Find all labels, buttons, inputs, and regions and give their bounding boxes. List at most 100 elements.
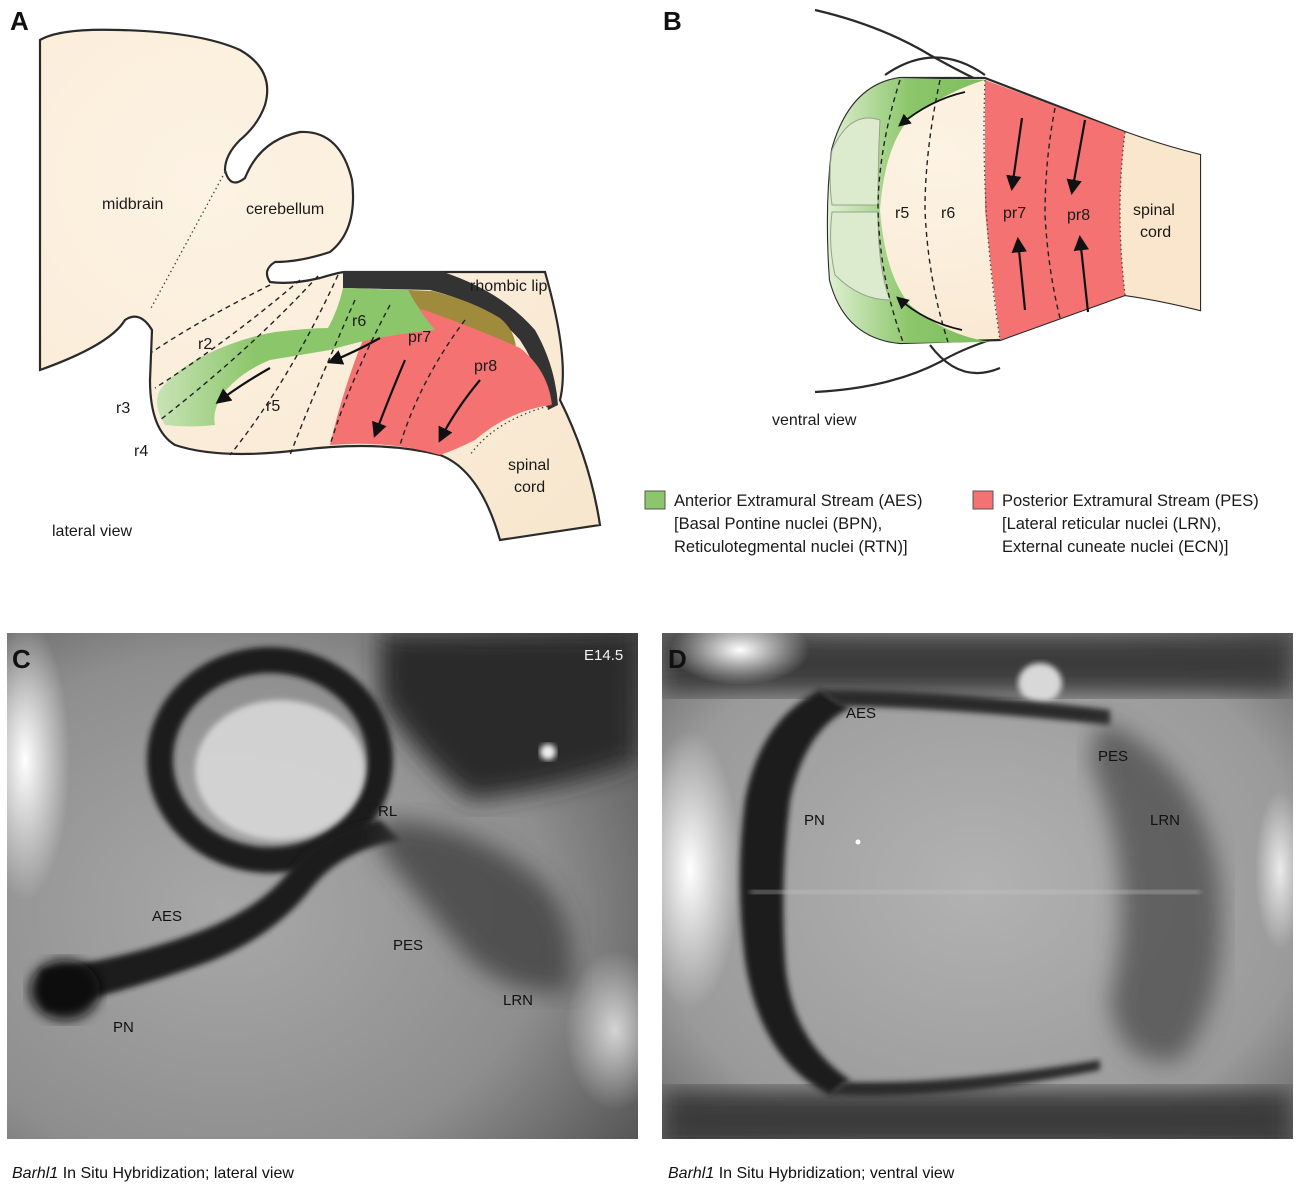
flap-top-b2: [884, 56, 986, 76]
migration-arrow-r6: [327, 337, 381, 365]
photo-d-midline: [750, 890, 1200, 894]
flap-bottom-b2: [929, 344, 1001, 375]
photo-c-dark-region: [380, 633, 638, 800]
boundary-r1-r2: [151, 284, 271, 353]
migration-arrow-pr7: [372, 359, 407, 438]
caption-c-rest: In Situ Hybridization; lateral view: [58, 1165, 294, 1182]
spinal-region-b: [1120, 132, 1200, 310]
boundary-b-1: [877, 79, 904, 343]
pr8-label: pr8: [474, 358, 497, 375]
photo-d-bottom-edge: [830, 1060, 1100, 1096]
migration-arrow-b-top: [898, 91, 966, 127]
migration-arrow-r5: [215, 367, 271, 404]
legend: Anterior Extramural Stream (AES) [Basal …: [644, 490, 1259, 556]
aes-label-c: AES: [152, 908, 182, 925]
photo-c-pes-stream: [380, 820, 572, 992]
spinal-label-b-2: cord: [1140, 224, 1171, 241]
pr8-label-b: pr8: [1067, 207, 1090, 224]
legend-pes-line1: Posterior Extramural Stream (PES): [1002, 492, 1259, 510]
r3-label: r3: [116, 400, 130, 417]
photo-d-glow-top: [670, 633, 810, 685]
photo-d-bright-dot: [855, 839, 861, 845]
aes-lobe-top: [829, 117, 881, 206]
migration-arrow-pr8-up: [1073, 234, 1090, 313]
boundary-r4-r5: [229, 274, 339, 456]
boundary-b-3: [1044, 107, 1061, 319]
r2-label: r2: [198, 336, 212, 353]
photo-d-blob-top: [1018, 663, 1062, 703]
legend-swatch-aes: [644, 490, 666, 510]
boundary-b-2: [924, 79, 949, 343]
photo-d-aes-crescent: [740, 690, 850, 1095]
r4-label: r4: [134, 443, 148, 460]
pes-label-c: PES: [393, 937, 423, 954]
spinal-label-a-1: spinal: [508, 457, 550, 474]
photo-c-glow-left: [7, 633, 70, 900]
photo-c-cerebellum-ring: [147, 647, 393, 873]
r5-label-b: r5: [895, 205, 909, 222]
pes-region-a: [330, 307, 552, 455]
panel-label-a: A: [10, 6, 29, 36]
stage-label-c: E14.5: [584, 647, 623, 664]
photo-c-aes-stream: [40, 820, 400, 1010]
aes-region-a: [156, 288, 435, 427]
aes-label-d: AES: [846, 705, 876, 722]
legend-aes-line1: Anterior Extramural Stream (AES): [674, 492, 922, 510]
boundary-r3-r4: [159, 275, 319, 421]
caption-c-gene: Barhl1: [12, 1165, 58, 1182]
panel-label-c: C: [12, 644, 31, 674]
midbrain-cerebellum-boundary: [149, 171, 226, 311]
caption-d-gene: Barhl1: [668, 1165, 714, 1182]
caption-c: Barhl1 In Situ Hybridization; lateral vi…: [12, 1165, 294, 1182]
migration-arrow-b-bottom: [896, 296, 963, 331]
lrn-label-c: LRN: [503, 992, 533, 1009]
panel-c: E14.5 RL AES PES LRN PN: [7, 633, 638, 1139]
r6-label: r6: [352, 313, 366, 330]
photo-c-bright-dot: [540, 744, 556, 760]
boundary-r2-r3: [154, 279, 301, 389]
legend-aes-line3: Reticulotegmental nuclei (RTN)]: [674, 538, 908, 556]
pr7-label-b: pr7: [1003, 205, 1026, 222]
panel-b: B r5 r6 pr7 pr8 spinal cord ventral view: [663, 6, 1202, 429]
photo-d-glow-right: [1255, 790, 1293, 950]
view-label-b: ventral view: [772, 412, 857, 429]
r6-label-b: r6: [941, 205, 955, 222]
view-label-a: lateral view: [52, 523, 132, 540]
photo-c-pn-blob: [30, 960, 100, 1020]
photo-d-dark-bottom: [662, 1090, 1293, 1139]
pr7-label: pr7: [408, 329, 431, 346]
boundary-b-red-right: [1119, 131, 1126, 296]
midbrain-label: midbrain: [102, 196, 163, 213]
panel-a: A midbrain cerebellum rhombic lip r2 r3 …: [10, 6, 602, 542]
flap-bottom-b: [814, 338, 991, 394]
flap-top-b: [814, 8, 991, 87]
aes-lobe-bottom: [830, 211, 891, 301]
pes-region-b: [985, 80, 1125, 340]
rl-label-c: RL: [378, 803, 397, 820]
pes-label-d: PES: [1098, 748, 1128, 765]
pn-label-d: PN: [804, 812, 825, 829]
legend-pes-line2: [Lateral reticular nuclei (LRN),: [1002, 515, 1221, 533]
panel-label-d: D: [668, 644, 687, 674]
migration-arrow-pr7-up: [1011, 236, 1027, 311]
lrn-label-d: LRN: [1150, 812, 1180, 829]
photo-d-top-edge: [820, 690, 1110, 725]
photo-d-glow-left: [662, 730, 740, 1010]
photo-c-glow-right: [565, 950, 638, 1110]
legend-swatch-pes: [972, 490, 994, 510]
photo-c-cerebellum-inner: [195, 700, 365, 840]
boundary-pr7-pr8: [399, 319, 466, 446]
legend-aes-line2: [Basal Pontine nuclei (BPN),: [674, 515, 882, 533]
migration-arrow-pr8: [438, 379, 481, 443]
panel-label-b: B: [663, 6, 682, 36]
legend-pes-line3: External cuneate nuclei (ECN)]: [1002, 538, 1229, 556]
caption-d: Barhl1 In Situ Hybridization; ventral vi…: [668, 1165, 955, 1182]
rhombic-lip-label: rhombic lip: [470, 278, 547, 295]
cerebellum-label: cerebellum: [246, 201, 324, 218]
rhombic-lip-band: [343, 271, 558, 410]
panel-d: AES PES PN LRN: [662, 633, 1293, 1139]
spinal-label-a-2: cord: [514, 479, 545, 496]
caption-d-rest: In Situ Hybridization; ventral view: [714, 1165, 955, 1182]
migration-arrow-pr8-down: [1066, 119, 1087, 196]
